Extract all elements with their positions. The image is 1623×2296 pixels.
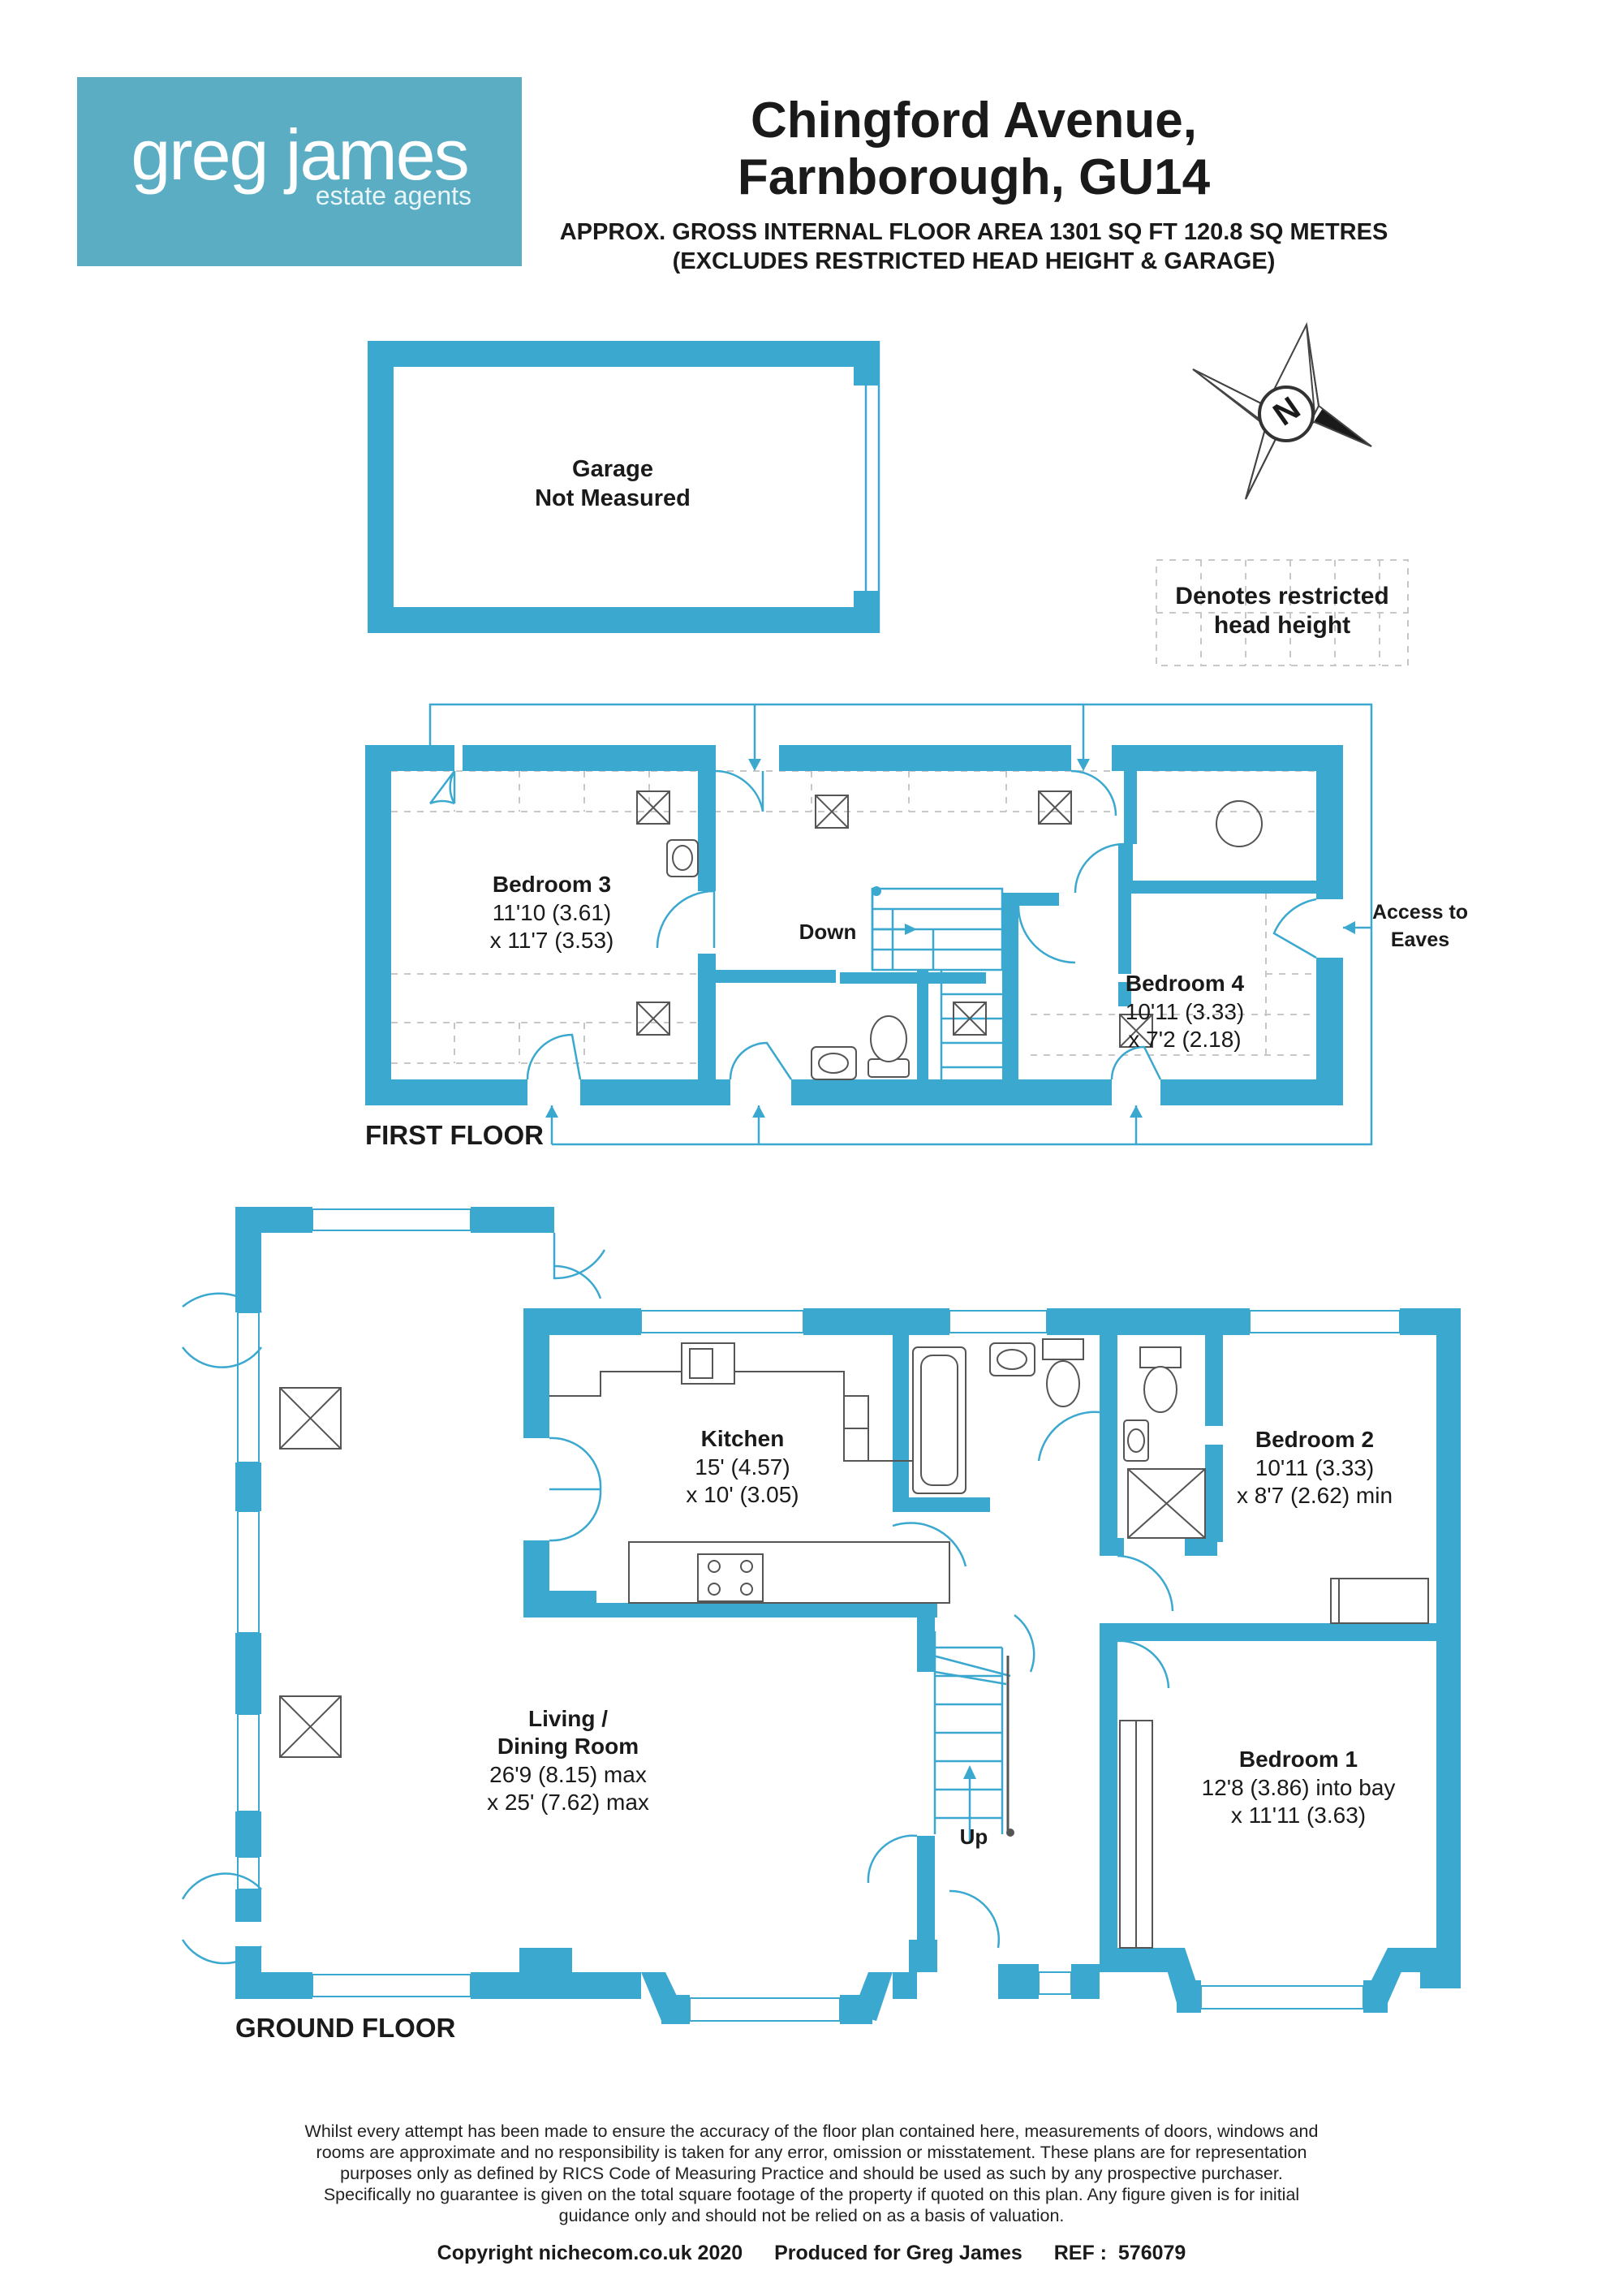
footer-ref: REF : 576079	[1053, 2242, 1186, 2264]
bedroom2-dim2: x 8'7 (2.62) min	[1236, 1483, 1393, 1508]
living-dim1: 26'9 (8.15) max	[489, 1762, 647, 1787]
bedroom2-dim1: 10'11 (3.33)	[1255, 1455, 1375, 1480]
legend-restricted-line1: Denotes restricted	[1175, 583, 1389, 610]
bedroom3-dim2: x 11'7 (3.53)	[489, 928, 614, 953]
disclaimer-line: guidance only and should not be relied o…	[558, 2206, 1065, 2225]
garage-label-line2: Not Measured	[535, 485, 691, 511]
footer-copyright: Copyright nichecom.co.uk 2020	[437, 2242, 743, 2264]
logo-name: greg james	[131, 114, 469, 195]
bedroom1-dim1: 12'8 (3.86) into bay	[1201, 1775, 1396, 1800]
bedroom3-dim1: 11'10 (3.61)	[492, 900, 612, 925]
disclaimer-line: rooms are approximate and no responsibil…	[316, 2143, 1307, 2162]
floor-area-line1: APPROX. GROSS INTERNAL FLOOR AREA 1301 S…	[559, 219, 1388, 245]
kitchen-name: Kitchen	[700, 1426, 785, 1451]
bedroom4-name: Bedroom 4	[1125, 971, 1245, 996]
first-floor-stairs-label: Down	[799, 920, 857, 944]
living-dim2: x 25' (7.62) max	[487, 1790, 649, 1815]
compass-north-icon	[1192, 321, 1372, 500]
footer-produced: Produced for Greg James	[774, 2242, 1022, 2264]
disclaimer-line: Whilst every attempt has been made to en…	[304, 2122, 1319, 2141]
garage-outline	[368, 341, 880, 633]
kitchen-dim1: 15' (4.57)	[695, 1454, 790, 1480]
bedroom4-dim2: x 7'2 (2.18)	[1128, 1027, 1242, 1052]
first-floor-plan	[365, 703, 1373, 1146]
disclaimer: Whilst every attempt has been made to en…	[243, 2121, 1380, 2226]
property-title-line2: Farnborough, GU14	[737, 149, 1211, 205]
property-title-line1: Chingford Avenue,	[751, 93, 1197, 149]
bedroom1-name: Bedroom 1	[1238, 1747, 1358, 1772]
kitchen-dim2: x 10' (3.05)	[686, 1482, 799, 1507]
eaves-label-line1: Access to	[1371, 901, 1469, 924]
restricted-height-legend-box	[1156, 559, 1409, 666]
living-name-line2: Dining Room	[497, 1734, 639, 1759]
living-name-line1: Living /	[528, 1706, 608, 1731]
ground-floor-plan	[181, 1207, 1461, 2024]
eaves-label-line2: Eaves	[1390, 928, 1450, 951]
disclaimer-line: purposes only as defined by RICS Code of…	[340, 2164, 1283, 2183]
bedroom1-dim2: x 11'11 (3.63)	[1230, 1803, 1367, 1828]
ground-floor-label: GROUND FLOOR	[235, 2013, 456, 2043]
bedroom4-dim1: 10'11 (3.33)	[1125, 999, 1245, 1024]
brand-logo: greg james estate agents	[77, 77, 522, 266]
ground-floor-stairs-label: Up	[959, 1824, 988, 1849]
disclaimer-line: Specifically no guarantee is given on th…	[323, 2185, 1300, 2204]
floor-area-line2: (EXCLUDES RESTRICTED HEAD HEIGHT & GARAG…	[672, 248, 1276, 274]
garage-label-line1: Garage	[572, 456, 653, 482]
logo-tagline: estate agents	[315, 181, 471, 210]
bedroom2-name: Bedroom 2	[1255, 1427, 1375, 1452]
bedroom3-name: Bedroom 3	[492, 872, 612, 897]
legend-restricted-line2: head height	[1213, 612, 1351, 639]
footer: Copyright nichecom.co.uk 2020 Produced f…	[243, 2242, 1380, 2265]
first-floor-label: FIRST FLOOR	[365, 1120, 544, 1150]
